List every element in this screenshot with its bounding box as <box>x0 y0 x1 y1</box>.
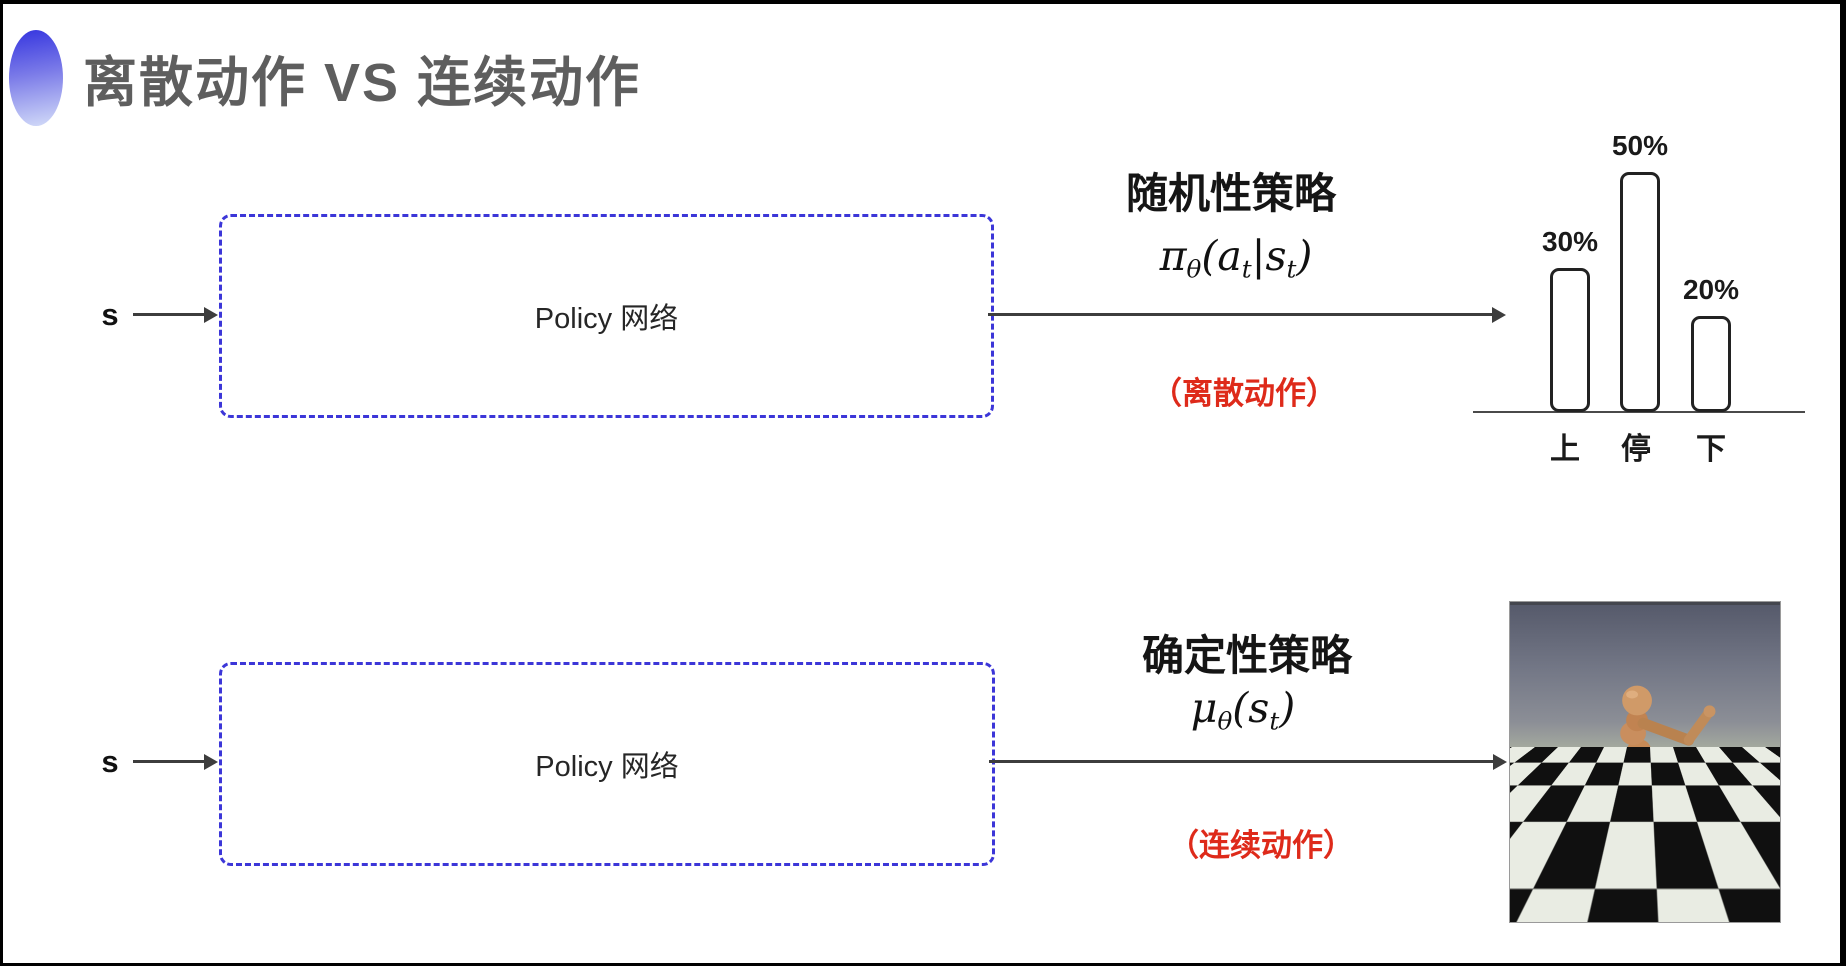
humanoid-simulation-image <box>1509 601 1781 923</box>
bar-category-down: 下 <box>1696 433 1726 466</box>
input-arrow-row1 <box>133 306 218 323</box>
formula-symbol: μ <box>1190 684 1218 732</box>
bar-column-down: 20% <box>1651 104 1771 412</box>
bar-column-stop: 50% <box>1580 104 1700 412</box>
policy-type-title-row1: 随机性策略 <box>1125 170 1336 217</box>
policy-type-title-row2: 确定性策略 <box>1141 632 1352 679</box>
formula-symbol: π <box>1159 232 1187 280</box>
bar-category-stop: 停 <box>1621 433 1651 466</box>
formula-subscript: θ <box>1217 706 1233 736</box>
state-input-label-row1: s <box>101 297 119 332</box>
formula-close: ) <box>1279 684 1296 732</box>
policy-network-label-row2: Policy 网络 <box>535 751 679 783</box>
formula-subscript: t <box>1241 254 1252 284</box>
bar-category-up: 上 <box>1550 433 1580 466</box>
page-title: 离散动作 VS 连续动作 <box>83 53 642 113</box>
policy-network-box-row1: Policy 网络 <box>219 214 994 418</box>
bar-value-label: 20% <box>1682 274 1740 305</box>
formula-arg: (s <box>1232 684 1270 732</box>
bar-column-up: 30% <box>1510 104 1630 412</box>
bar-stop <box>1620 172 1660 412</box>
bar-chart-baseline <box>1473 411 1805 413</box>
formula-arg: (a <box>1201 232 1242 280</box>
slide: 离散动作 VS 连续动作 s Policy 网络 随机性策略 πθ(at|st)… <box>3 4 1840 963</box>
policy-formula-row2: μθ(st) <box>1033 684 1453 735</box>
output-arrow-row2 <box>989 753 1507 770</box>
formula-arg: |s <box>1251 232 1287 280</box>
humanoid-robot-figure <box>1604 685 1716 886</box>
formula-close: ) <box>1296 232 1313 280</box>
policy-formula-row1: πθ(at|st) <box>1026 232 1446 283</box>
action-type-note-row1: （离散动作） <box>1151 376 1337 411</box>
formula-subscript: t <box>1269 706 1280 736</box>
bar-value-label: 50% <box>1611 130 1669 161</box>
bar-up <box>1550 268 1590 412</box>
policy-network-label-row1: Policy 网络 <box>534 303 679 335</box>
formula-subscript: t <box>1286 254 1297 284</box>
output-arrow-row1 <box>988 306 1506 323</box>
formula-subscript: θ <box>1186 254 1202 284</box>
action-type-note-row2: （连续动作） <box>1168 828 1354 863</box>
title-bullet-decoration <box>9 30 63 126</box>
policy-network-box-row2: Policy 网络 <box>219 662 995 866</box>
state-input-label-row2: s <box>101 744 119 779</box>
bar-value-label: 30% <box>1541 226 1599 257</box>
bar-down <box>1691 316 1731 412</box>
input-arrow-row2 <box>133 753 218 770</box>
